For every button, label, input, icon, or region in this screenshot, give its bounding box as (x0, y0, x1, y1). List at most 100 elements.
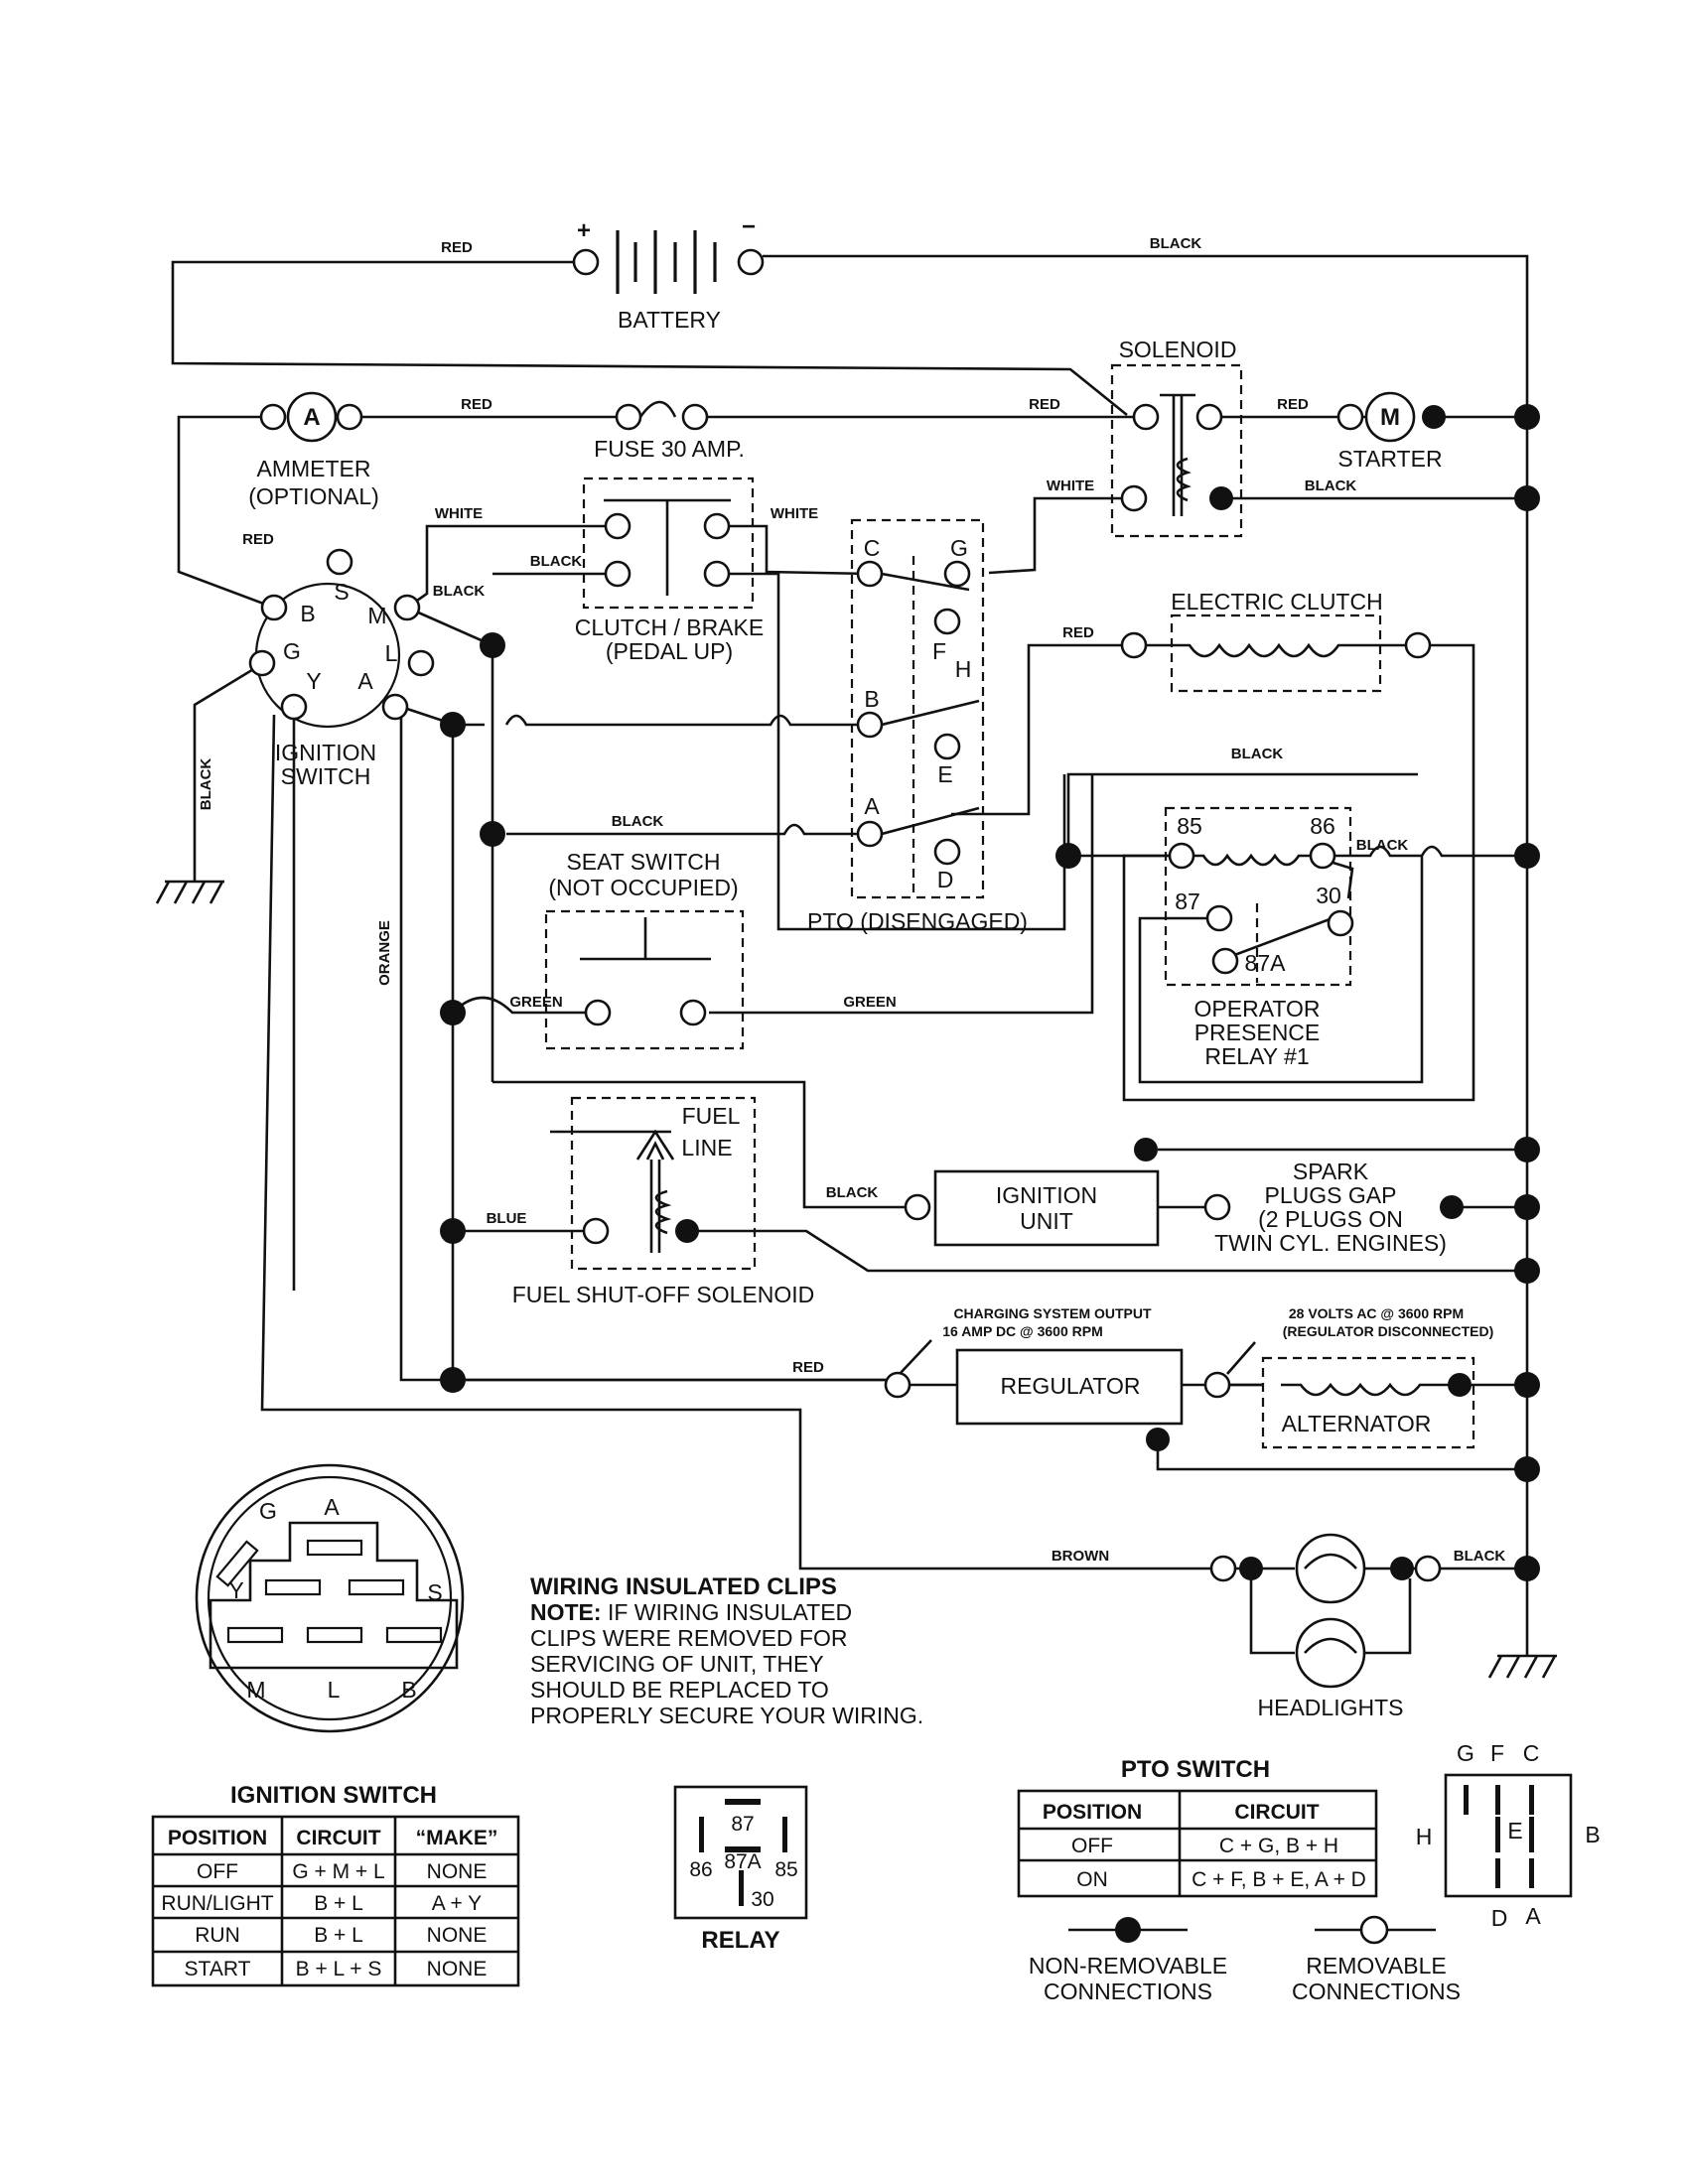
svg-text:A: A (357, 668, 373, 694)
relay-label: OPERATOR (1194, 996, 1321, 1022)
fuel-label: FUEL (682, 1103, 741, 1129)
ammeter-label: AMMETER (257, 456, 371, 481)
svg-text:M: M (246, 1677, 265, 1703)
wire-label-ammeter-red: RED (461, 396, 492, 413)
svg-text:L: L (328, 1677, 341, 1703)
battery-label: BATTERY (618, 307, 721, 333)
connection-legend: NON-REMOVABLE CONNECTIONS REMOVABLE CONN… (1029, 1915, 1461, 2004)
wire-label-clutch-red: RED (1062, 624, 1094, 641)
svg-text:“MAKE”: “MAKE” (416, 1827, 498, 1849)
ignition-switch: B S M G L Y A IGNITION SWITCH RED BLACK … (198, 531, 485, 986)
wire-label-solenoid-black: BLACK (1305, 478, 1357, 494)
wire-label-seat-black: BLACK (612, 813, 664, 830)
svg-text:POSITION: POSITION (168, 1827, 267, 1849)
headlight-bulb-upper (1295, 1533, 1366, 1604)
svg-text:CIRCUIT: CIRCUIT (1234, 1801, 1319, 1824)
battery-positive-terminal (572, 248, 600, 276)
starter-label: STARTER (1337, 446, 1442, 472)
starter-motor-symbol (1364, 391, 1416, 443)
svg-text:B: B (401, 1677, 416, 1703)
svg-text:(2 PLUGS ON: (2 PLUGS ON (1258, 1206, 1403, 1232)
svg-text:G: G (259, 1498, 277, 1524)
svg-text:M: M (1380, 404, 1400, 431)
svg-text:NONE: NONE (427, 1860, 488, 1883)
svg-text:G: G (950, 535, 968, 561)
svg-text:H: H (955, 656, 972, 682)
svg-text:CONNECTIONS: CONNECTIONS (1292, 1979, 1461, 2004)
svg-text:G: G (283, 638, 301, 664)
svg-text:85: 85 (1177, 813, 1202, 839)
svg-text:ON: ON (1076, 1868, 1108, 1891)
wire-label-starter-red: RED (1277, 396, 1309, 413)
fuel-solenoid-label: FUEL SHUT-OFF SOLENOID (512, 1282, 815, 1307)
svg-text:CIRCUIT: CIRCUIT (296, 1827, 380, 1849)
svg-text:G: G (1457, 1740, 1474, 1766)
svg-text:30: 30 (751, 1888, 773, 1911)
svg-text:S: S (427, 1579, 442, 1605)
svg-text:NONE: NONE (427, 1924, 488, 1947)
ignition-unit-label: IGNITION (996, 1182, 1097, 1208)
removable-label: REMOVABLE (1306, 1953, 1446, 1979)
svg-text:86: 86 (1310, 813, 1335, 839)
alternator-ac-label: 28 VOLTS AC @ 3600 RPM (1289, 1305, 1464, 1321)
battery-plus-sign: + (577, 217, 591, 244)
svg-text:30: 30 (1316, 883, 1341, 908)
electric-clutch: ELECTRIC CLUTCH RED (1062, 589, 1432, 693)
regulator-label: REGULATOR (1000, 1373, 1140, 1399)
svg-text:Y: Y (228, 1577, 243, 1603)
svg-text:RUN: RUN (195, 1924, 240, 1947)
svg-text:B + L: B + L (314, 1892, 363, 1915)
svg-text:C: C (1523, 1740, 1540, 1766)
wire-label-green-left: GREEN (509, 994, 562, 1011)
svg-text:OFF: OFF (1071, 1835, 1113, 1857)
svg-text:B: B (864, 686, 879, 712)
svg-text:86: 86 (689, 1858, 712, 1881)
clutch-brake-switch: CLUTCH / BRAKE (PEDAL UP) WHITE WHITE BL… (435, 477, 818, 664)
svg-text:D: D (937, 867, 954, 892)
svg-text:87: 87 (1175, 888, 1200, 914)
svg-text:C + G, B + H: C + G, B + H (1219, 1835, 1338, 1857)
wire-label-ignition-black: BLACK (433, 583, 486, 600)
svg-text:RUN/LIGHT: RUN/LIGHT (161, 1892, 273, 1915)
wire-label-green-right: GREEN (843, 994, 896, 1011)
svg-text:A: A (1525, 1903, 1541, 1929)
ammeter-optional-label: (OPTIONAL) (248, 483, 379, 509)
wiring-note: WIRING INSULATED CLIPS NOTE: IF WIRING I… (530, 1573, 923, 1728)
wire-label-relay-black-top: BLACK (1231, 746, 1284, 762)
wire-label-solenoid-white: WHITE (1047, 478, 1094, 494)
wire-label-orange: ORANGE (376, 920, 393, 986)
wire-label-relay-black-86: BLACK (1356, 837, 1409, 854)
svg-text:RELAY #1: RELAY #1 (1204, 1043, 1309, 1069)
svg-text:PROPERLY SECURE YOUR WIRING.: PROPERLY SECURE YOUR WIRING. (530, 1703, 923, 1728)
pto-switch-table: PTO SWITCH POSITION CIRCUIT OFF C + G, B… (1017, 1756, 1378, 1898)
svg-text:B: B (300, 601, 315, 626)
wire-label-regulator-red: RED (792, 1359, 824, 1376)
note-title: WIRING INSULATED CLIPS (530, 1573, 837, 1600)
svg-text:C + F, B + E, A + D: C + F, B + E, A + D (1192, 1868, 1366, 1891)
ammeter: A AMMETER (OPTIONAL) RED (248, 391, 492, 509)
alternator-label: ALTERNATOR (1282, 1411, 1432, 1436)
svg-text:87A: 87A (1245, 950, 1287, 976)
svg-text:TWIN CYL. ENGINES): TWIN CYL. ENGINES) (1214, 1230, 1447, 1256)
solenoid: SOLENOID WHITE BLACK RED (1047, 337, 1357, 538)
svg-text:S: S (334, 579, 349, 605)
svg-text:F: F (1490, 1740, 1504, 1766)
pto-switch: C G F H B E A D PTO (DISENGAGED) (807, 518, 1028, 934)
ignition-table-title: IGNITION SWITCH (230, 1782, 437, 1809)
svg-text:F: F (932, 638, 946, 664)
svg-text:B + L + S: B + L + S (296, 1958, 382, 1980)
solenoid-label: SOLENOID (1119, 337, 1237, 362)
wire-label-clutch-black: BLACK (530, 553, 583, 570)
battery-minus-sign: − (742, 213, 756, 240)
wire-label-ground-black: BLACK (198, 758, 214, 811)
headlights-label: HEADLIGHTS (1258, 1695, 1404, 1720)
wire-label-headlight-black: BLACK (1454, 1548, 1506, 1565)
svg-text:PRESENCE: PRESENCE (1194, 1020, 1321, 1045)
svg-text:16 AMP DC @ 3600 RPM: 16 AMP DC @ 3600 RPM (942, 1323, 1103, 1339)
wire-label-white-right: WHITE (771, 505, 818, 522)
non-removable-label: NON-REMOVABLE (1029, 1953, 1227, 1979)
starter: M STARTER (1336, 391, 1446, 472)
wire-label-battery-positive: RED (441, 239, 473, 256)
